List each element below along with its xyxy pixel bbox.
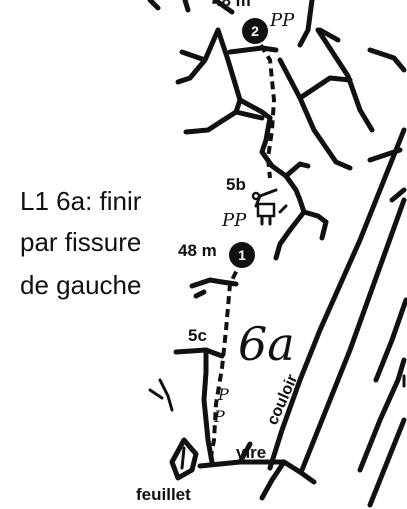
pitch-length-label: 48 m xyxy=(178,241,217,260)
rock-lines xyxy=(147,0,407,508)
vire-label: vire xyxy=(236,443,266,462)
grade-6a-label: 6a xyxy=(238,317,295,371)
climbing-route xyxy=(208,32,277,463)
grade-5b-label: 5b xyxy=(226,175,246,194)
pitch-note-line-2: par fissure xyxy=(20,227,141,257)
belay-marker-1: 1 xyxy=(229,242,255,268)
belay-station-icon xyxy=(256,202,276,218)
belay-number-1: 1 xyxy=(238,247,246,263)
top-pp-label: PP xyxy=(269,10,295,31)
grade-5c-label: 5c xyxy=(188,326,207,345)
couloir-label: couloir xyxy=(264,372,301,428)
anchor-marks xyxy=(251,191,288,226)
belay-marker-2: 2 xyxy=(242,18,268,44)
feuillet-label: feuillet xyxy=(136,485,191,504)
pitch-note-line-1: L1 6a: finir xyxy=(20,186,142,216)
pitch-note-line-3: de gauche xyxy=(20,270,141,300)
piton-icon xyxy=(251,191,261,201)
belay-number-2: 2 xyxy=(251,23,259,39)
pp-label: PP xyxy=(221,210,247,231)
piton-mark-1: P xyxy=(217,385,229,404)
piton-mark-2: P xyxy=(213,407,225,426)
top-length-label: 48 m xyxy=(212,0,251,10)
